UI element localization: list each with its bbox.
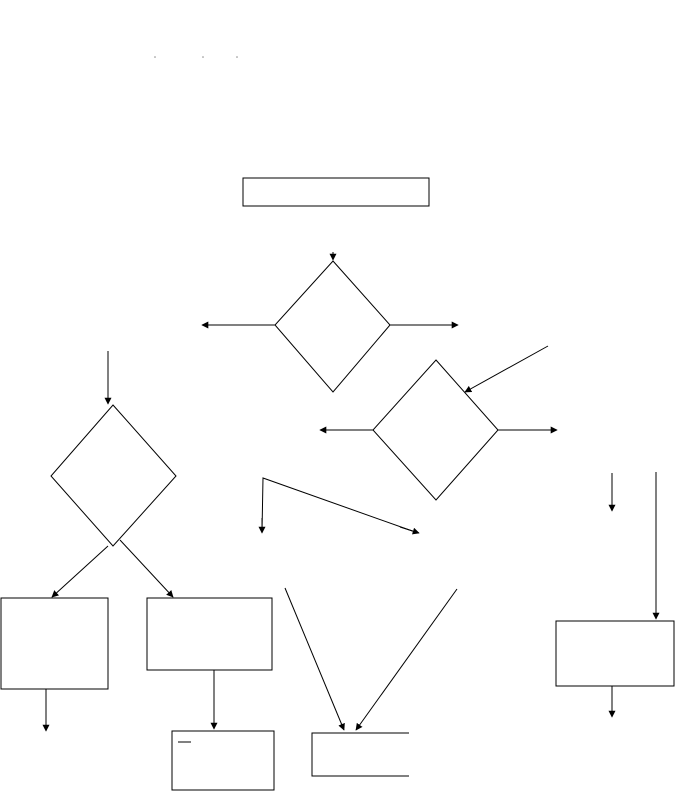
decision-3-left-branch-arrow [51,545,109,598]
bottom-left-box [0,597,109,690]
middle-angled-connector [261,477,419,534]
right-box [555,620,675,687]
middle-diagonal-arrow [399,526,420,535]
decision-3-right-branch-arrow [119,539,174,598]
decision-diamond-1 [274,260,391,393]
center-left-box [146,597,273,671]
converging-right-arrow [355,588,458,731]
bottom-center-open-box [311,732,409,777]
converging-left-arrow [284,587,345,731]
decision-diamond-2 [372,359,499,501]
artifact-dot [154,56,156,58]
artifact-dot [202,56,204,58]
arrow-into-decision-2 [464,345,549,393]
start-process-box [242,177,430,207]
decision-diamond-3 [50,404,177,547]
artifact-dot [236,56,238,58]
bottom-center-left-box [171,730,275,791]
